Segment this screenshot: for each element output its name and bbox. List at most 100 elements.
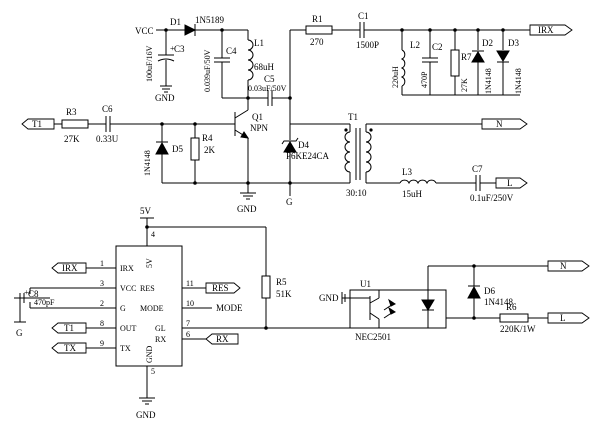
ic-pin-out-name: OUT xyxy=(120,324,137,333)
c5-ref: C5 xyxy=(264,74,275,84)
port-t1-left-label: T1 xyxy=(32,119,42,129)
ic-pin-res-name: RES xyxy=(140,284,155,293)
d1-value: 1N5189 xyxy=(195,15,224,25)
ic-pin-rx-name: RX xyxy=(155,335,166,344)
resistor-r5: R5 51K xyxy=(261,227,292,330)
c3-value: 100uF/16V xyxy=(145,45,154,82)
d3-value: 1N4148 xyxy=(514,68,523,94)
resistor-r1: R1 270 xyxy=(305,14,333,47)
ic-main: 4 5V 5 GND 1 IRX 3 VCC 2 G 8 OUT 9 TX 11… xyxy=(30,230,350,398)
c1-ref: C1 xyxy=(358,11,369,21)
port-irx-ic-label: IRX xyxy=(62,263,78,273)
port-l-mid: L xyxy=(495,177,528,189)
ic-pin-5v-name: 5V xyxy=(145,258,154,268)
resistor-r7: R7 27K xyxy=(450,30,472,95)
r3-value: 27K xyxy=(64,134,80,144)
port-irx-ic: IRX xyxy=(51,262,87,274)
l3-value: 15uH xyxy=(402,189,423,199)
v5-label: 5V xyxy=(140,206,152,216)
c5-value: 0.03uF/50V xyxy=(248,84,287,93)
ground-symbol-mid: GND xyxy=(237,192,257,214)
ground-symbol-ic: GND xyxy=(136,397,156,420)
vcc-rail: VCC xyxy=(135,26,185,55)
ic-pin-gnd-name: GND xyxy=(145,345,154,363)
d5-ref: D5 xyxy=(172,144,183,154)
port-rx: RX xyxy=(205,333,239,345)
c4-ref: C4 xyxy=(226,46,237,56)
diode-d3: D3 1N4148 xyxy=(496,30,523,95)
r4-value: 2K xyxy=(204,145,216,155)
inductor-l1: L1 68uH xyxy=(247,30,275,110)
c6-ref: C6 xyxy=(102,104,113,114)
t1-ref: T1 xyxy=(348,112,358,122)
vcc-label: VCC xyxy=(135,26,154,36)
port-l-bottom-label: L xyxy=(560,313,566,323)
r7-value: 27K xyxy=(460,78,469,92)
c8-ref: C8 xyxy=(28,289,39,299)
supply-5v: 5V xyxy=(140,206,266,246)
c3-ref: C3 xyxy=(174,44,185,54)
port-mode-label: MODE xyxy=(216,303,243,313)
ic-pin-gl-name: GL xyxy=(155,324,166,333)
port-res-label: RES xyxy=(212,283,229,293)
gnd-ic-label: GND xyxy=(136,410,156,420)
transistor-q1: Q1 NPN xyxy=(234,109,269,183)
port-irx-top-label: IRX xyxy=(538,25,554,35)
port-n-top: N xyxy=(481,118,528,130)
c7-ref: C7 xyxy=(472,164,483,174)
ic-pin-3-num: 3 xyxy=(100,279,104,288)
l1-ref: L1 xyxy=(254,38,264,48)
g-c8-label: G xyxy=(16,328,23,338)
port-rx-label: RX xyxy=(216,334,229,344)
l3-ref: L3 xyxy=(402,167,412,177)
capacitor-c2: C2 470P xyxy=(420,30,443,95)
d6-value: 1N4148 xyxy=(484,297,513,307)
t1-value: 30:10 xyxy=(346,188,367,198)
d5-value: 1N4148 xyxy=(143,150,152,176)
c4-value: 0.039uF/50V xyxy=(203,49,212,92)
port-t1-ic-label: T1 xyxy=(64,323,74,333)
resistor-r4: R4 2K xyxy=(190,124,216,183)
diode-d1: D1 1N5189 xyxy=(170,15,224,36)
optocoupler-u1: GND U1 NEC2501 xyxy=(319,279,447,342)
capacitor-c8: + C8 470pF G xyxy=(14,288,55,338)
d1-ref: D1 xyxy=(170,17,181,27)
d2-value: 1N4148 xyxy=(484,68,493,94)
capacitor-c3: C3 + 100uF/16V GND xyxy=(145,44,185,103)
l2-value: 220uH xyxy=(391,66,400,88)
d3-ref: D3 xyxy=(508,38,519,48)
ic-pin-mode-name: MODE xyxy=(140,304,164,313)
r5-value: 51K xyxy=(276,289,292,299)
c8-plus: + xyxy=(24,288,29,297)
diode-d4: D4 P6KE24CA G xyxy=(281,98,330,207)
c2-ref: C2 xyxy=(432,42,443,52)
transformer-t1: T1 30:10 xyxy=(290,112,373,198)
ic-pin-7-num: 7 xyxy=(186,319,190,328)
u1-value: NEC2501 xyxy=(355,332,391,342)
g-mid-label: G xyxy=(286,197,293,207)
c1-value: 1500P xyxy=(356,40,379,50)
port-t1-left: T1 xyxy=(21,118,55,130)
r6-ref: R6 xyxy=(506,302,517,312)
port-t1-ic: T1 xyxy=(51,322,87,334)
c7-value: 0.1uF/250V xyxy=(470,193,514,203)
ic-pin-g-name: G xyxy=(120,304,126,313)
gnd-mid-label: GND xyxy=(237,204,257,214)
r5-ref: R5 xyxy=(276,277,287,287)
port-tx-ic-label: TX xyxy=(64,343,76,353)
capacitor-c4: C4 0.039uF/50V xyxy=(203,46,237,98)
c2-value: 470P xyxy=(420,71,429,88)
port-res: RES xyxy=(205,282,241,294)
d4-value: P6KE24CA xyxy=(286,151,330,161)
ic-pin-1-num: 1 xyxy=(100,259,104,268)
d4-ref: D4 xyxy=(298,140,309,150)
ic-pin-11-num: 11 xyxy=(186,279,194,288)
r7-ref: R7 xyxy=(461,52,472,62)
diode-d6: D6 1N4148 xyxy=(467,266,513,318)
ic-pin-9-num: 9 xyxy=(100,339,104,348)
r6-value: 220K/1W xyxy=(500,324,536,334)
r1-value: 270 xyxy=(310,37,324,47)
inductor-l3: L3 15uH xyxy=(399,167,437,199)
r3-ref: R3 xyxy=(66,107,77,117)
